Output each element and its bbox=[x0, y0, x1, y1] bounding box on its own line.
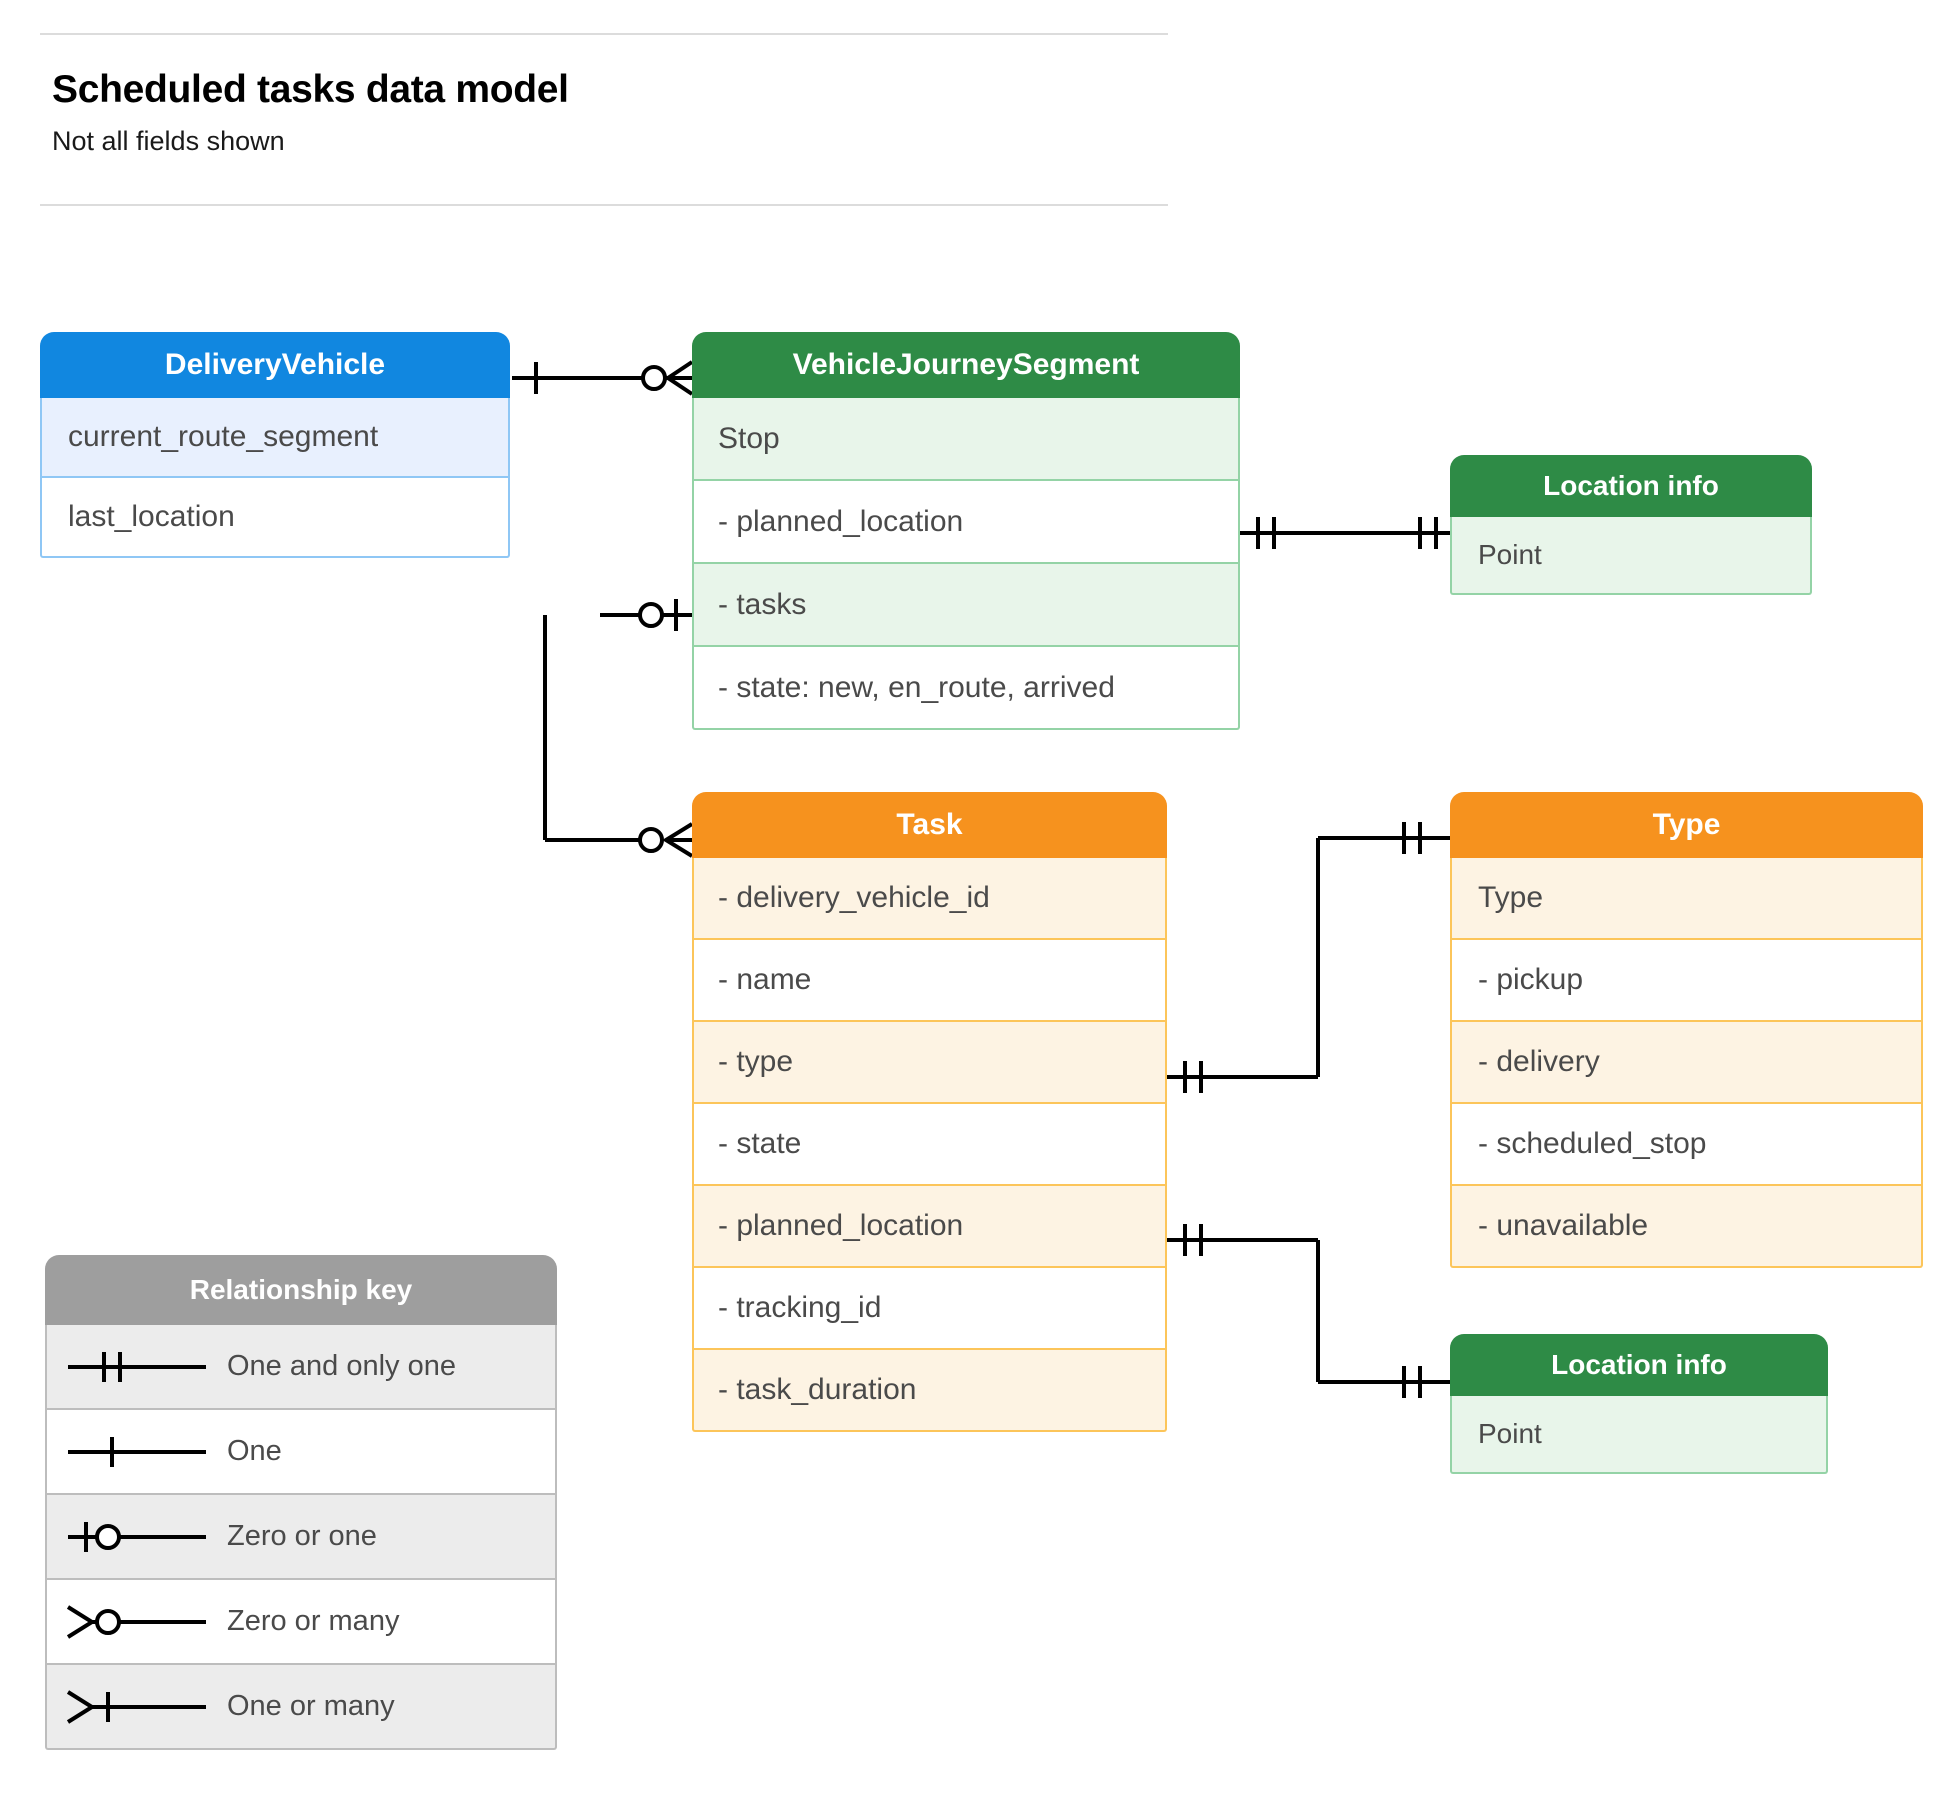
entity-header-location-info-top: Location info bbox=[1450, 455, 1812, 517]
entity-field-row: - task_duration bbox=[692, 1350, 1167, 1432]
entity-field-row: Point bbox=[1450, 517, 1812, 595]
one-icon bbox=[47, 1432, 227, 1472]
legend-item: One or many bbox=[45, 1665, 557, 1750]
one-and-only-one-icon bbox=[47, 1347, 227, 1387]
entity-vehicle-journey-segment[interactable]: VehicleJourneySegment Stop - planned_loc… bbox=[692, 332, 1240, 730]
legend-header: Relationship key bbox=[45, 1255, 557, 1325]
entity-field-row: Type bbox=[1450, 858, 1923, 940]
entity-location-info-bottom[interactable]: Location info Point bbox=[1450, 1334, 1828, 1474]
legend-item-label: Zero or many bbox=[227, 1605, 400, 1637]
zero-or-one-icon bbox=[47, 1517, 227, 1557]
entity-field-row: - tracking_id bbox=[692, 1268, 1167, 1350]
entity-field-row: - scheduled_stop bbox=[1450, 1104, 1923, 1186]
entity-field-row: - delivery_vehicle_id bbox=[692, 858, 1167, 940]
entity-header-type: Type bbox=[1450, 792, 1923, 858]
entity-field-row: - planned_location bbox=[692, 1186, 1167, 1268]
zero-or-many-icon bbox=[47, 1602, 227, 1642]
entity-location-info-top[interactable]: Location info Point bbox=[1450, 455, 1812, 595]
entity-field-row: Stop bbox=[692, 398, 1240, 481]
header-divider-bottom bbox=[40, 204, 1168, 206]
page-title: Scheduled tasks data model bbox=[52, 68, 569, 111]
entity-field-row: last_location bbox=[40, 478, 510, 558]
one-or-many-icon bbox=[47, 1687, 227, 1727]
entity-field-row: - delivery bbox=[1450, 1022, 1923, 1104]
legend-item-label: One bbox=[227, 1435, 282, 1467]
entity-header-delivery-vehicle: DeliveryVehicle bbox=[40, 332, 510, 398]
entity-field-row: - name bbox=[692, 940, 1167, 1022]
page-subtitle: Not all fields shown bbox=[52, 126, 285, 156]
entity-field-row: - unavailable bbox=[1450, 1186, 1923, 1268]
legend-item-label: One or many bbox=[227, 1690, 395, 1722]
entity-field-row: - type bbox=[692, 1022, 1167, 1104]
entity-field-row: - state: new, en_route, arrived bbox=[692, 647, 1240, 730]
entity-header-location-info-bottom: Location info bbox=[1450, 1334, 1828, 1396]
relationship-key-legend[interactable]: Relationship key One and only one bbox=[45, 1255, 557, 1750]
entity-field-row: Point bbox=[1450, 1396, 1828, 1474]
legend-item: One and only one bbox=[45, 1325, 557, 1410]
entity-field-row: - planned_location bbox=[692, 481, 1240, 564]
header-divider-top bbox=[40, 33, 1168, 35]
entity-field-row: - pickup bbox=[1450, 940, 1923, 1022]
entity-delivery-vehicle[interactable]: DeliveryVehicle current_route_segment la… bbox=[40, 332, 510, 558]
legend-item-label: One and only one bbox=[227, 1350, 456, 1382]
legend-item: Zero or many bbox=[45, 1580, 557, 1665]
entity-field-row: - tasks bbox=[692, 564, 1240, 647]
legend-item-label: Zero or one bbox=[227, 1520, 377, 1552]
entity-header-vehicle-journey-segment: VehicleJourneySegment bbox=[692, 332, 1240, 398]
entity-task[interactable]: Task - delivery_vehicle_id - name - type… bbox=[692, 792, 1167, 1432]
entity-field-row: current_route_segment bbox=[40, 398, 510, 478]
entity-header-task: Task bbox=[692, 792, 1167, 858]
entity-field-row: - state bbox=[692, 1104, 1167, 1186]
legend-item: One bbox=[45, 1410, 557, 1495]
entity-type[interactable]: Type Type - pickup - delivery - schedule… bbox=[1450, 792, 1923, 1268]
legend-item: Zero or one bbox=[45, 1495, 557, 1580]
